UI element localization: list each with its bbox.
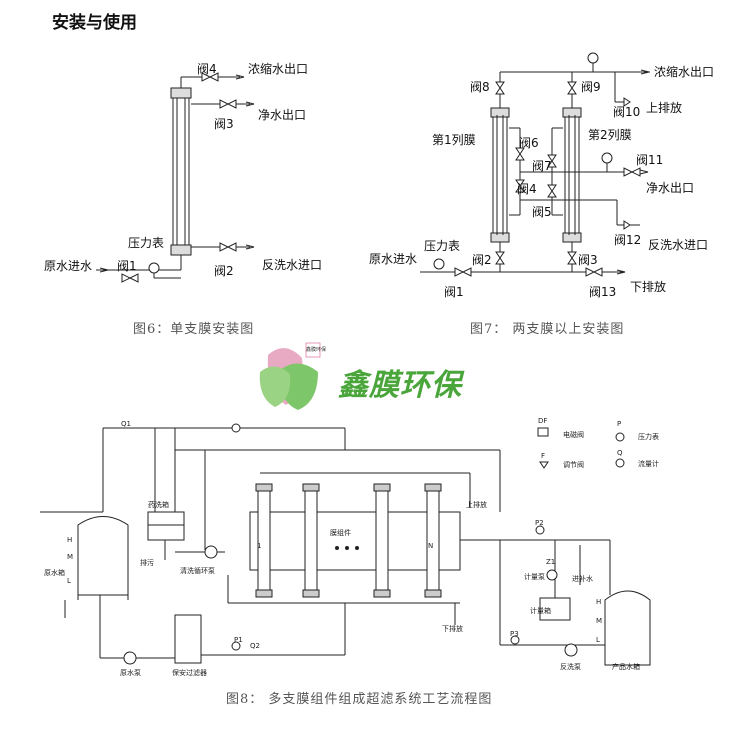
logo-text: 鑫膜环保 [338,368,462,403]
fig8-module: 膜组件 [330,529,351,537]
fig6-caption: 图6：单支膜安装图 [133,322,255,337]
fig6-valve1: 阀1 [117,259,137,273]
legend-df-text: 电磁阀 [563,431,584,439]
fig8-backwash-pump: 反洗泵 [560,663,581,671]
fig7-valve11: 阀11 [636,153,664,167]
fig6-pressure-gauge-label: 压力表 [128,236,165,250]
fig8-prod-h: H [596,598,602,606]
fig8-n1: 1 [257,542,262,550]
legend-p: P [617,420,622,428]
fig7-valve4: 阀4 [517,182,537,196]
fig7-valve8: 阀8 [470,80,490,94]
legend-q-text: 流量计 [638,460,659,468]
fig8-raw-m: M [67,553,74,561]
fig8-caption: 图8： 多支膜组件组成超滤系统工艺流程图 [226,692,493,707]
fig8-bottom-drain: 下排放 [442,625,463,633]
fig8-raw-pump: 原水泵 [120,669,141,677]
fig8-raw-h: H [67,536,73,544]
fig7-valve10: 阀10 [613,105,641,119]
fig7-caption: 图7： 两支膜以上安装图 [470,322,625,337]
legend-q: Q [617,449,623,457]
fig7-bottom-drain: 下排放 [630,280,667,294]
fig7-pressure-gauge-label: 压力表 [424,239,461,253]
fig8-top-drain: 上排放 [466,501,487,509]
fig7-valve12: 阀12 [614,233,642,247]
fig6-concentrate-outlet: 浓缩水出口 [248,62,309,76]
fig6-valve3: 阀3 [214,117,234,131]
fig8-z1: Z1 [546,558,556,566]
fig7-valve3: 阀3 [578,253,598,267]
fig8-security-filter: 保安过滤器 [172,669,207,677]
legend-f: F [541,452,546,460]
fig8-nN: N [428,542,434,550]
section-title: 安装与使用 [52,13,137,33]
fig8-drain: 排污 [140,559,154,567]
fig8-metering-tank: 计量箱 [530,607,551,615]
fig7-top-drain: 上排放 [646,101,683,115]
fig7-clean-outlet: 净水出口 [646,181,695,195]
fig7-backwash-inlet: 反洗水进口 [648,238,709,252]
legend-f-text: 调节阀 [563,461,584,469]
fig7-membrane1: 第1列膜 [432,133,476,147]
fig8-prod-l: L [596,636,600,644]
fig6-valve2: 阀2 [214,264,234,278]
fig7-valve13: 阀13 [589,285,617,299]
fig8-q2: Q2 [250,642,260,650]
fig7-valve7: 阀7 [532,159,552,173]
fig8-prod-m: M [596,617,603,625]
fig8-p3: P3 [510,630,519,638]
fig8-p2: P2 [535,519,544,527]
fig8-refill: 进补水 [572,575,593,583]
fig8-product-tank: 产品水箱 [612,663,640,671]
fig8-metering-pump: 计量泵 [524,573,545,581]
fig8-chem-tank: 药洗箱 [148,501,169,509]
fig7-valve9: 阀9 [581,80,601,94]
fig7-valve1: 阀1 [444,285,464,299]
fig7-valve2: 阀2 [472,253,492,267]
fig6-backwash-inlet: 反洗水进口 [262,258,323,272]
fig8-clean-pump: 清洗循环泵 [180,567,215,575]
fig8-p1: P1 [234,636,243,644]
legend-p-text: 压力表 [638,433,659,441]
legend-df: DF [538,417,548,425]
fig8-raw-tank: 原水箱 [44,569,65,577]
fig7-membrane2: 第2列膜 [588,128,632,142]
fig8-raw-l: L [67,577,71,585]
logo-stamp-text: 鑫膜环保 [306,347,327,353]
fig7-concentrate-outlet: 浓缩水出口 [654,65,715,79]
fig6-clean-outlet: 净水出口 [258,108,307,122]
fig7-valve6: 阀6 [519,136,539,150]
fig8-q1: Q1 [121,420,131,428]
fig7-valve5: 阀5 [532,205,552,219]
fig6-raw-inlet: 原水进水 [44,259,93,273]
fig6-valve4: 阀4 [197,62,217,76]
fig7-raw-inlet: 原水进水 [369,252,418,266]
